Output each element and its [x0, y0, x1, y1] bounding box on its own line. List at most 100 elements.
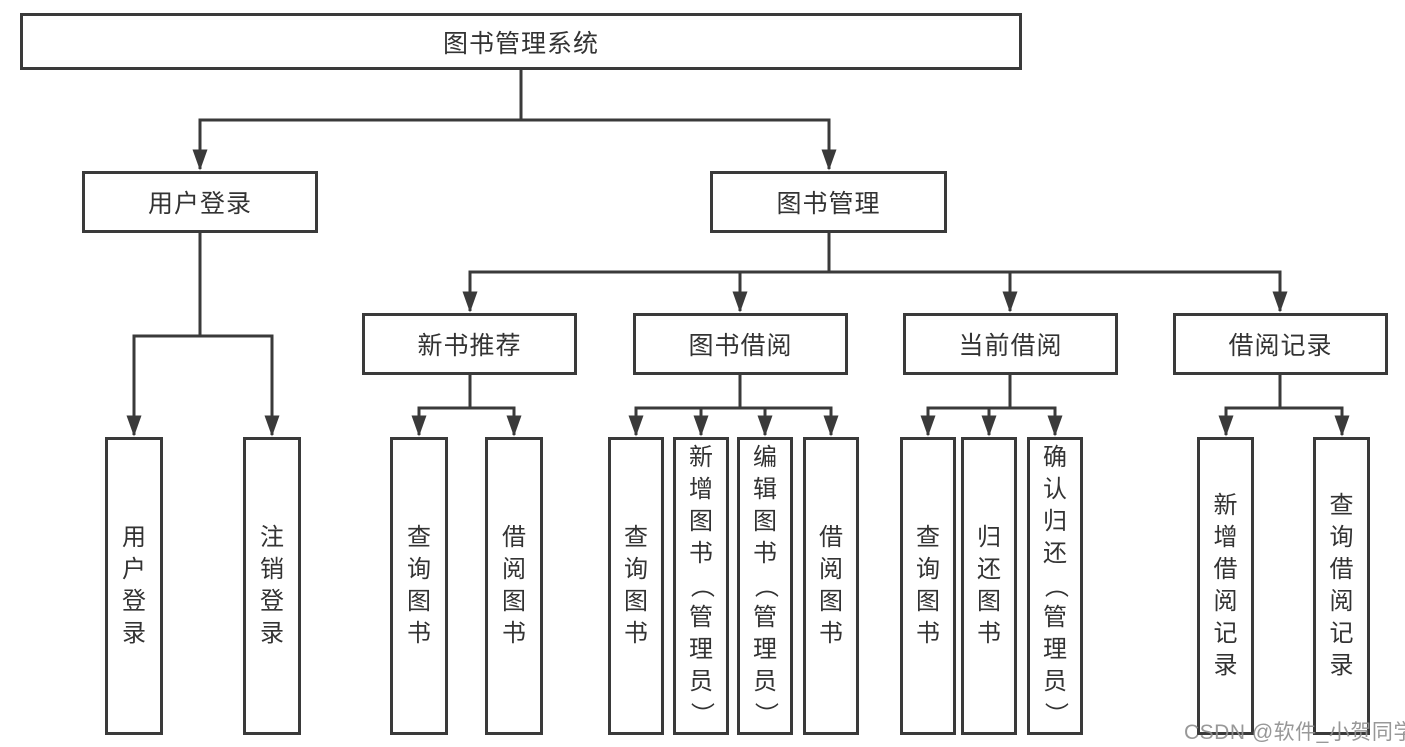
- vertical-char: 认: [1043, 476, 1067, 503]
- vertical-char: 销: [260, 556, 284, 583]
- vertical-char: 用: [122, 524, 146, 551]
- vertical-char: 理: [689, 636, 713, 663]
- node-book-management: 图书管理: [710, 171, 947, 233]
- node-new-book-recommend: 新书推荐: [362, 313, 577, 375]
- vertical-char: ）: [688, 702, 715, 726]
- node-label: 当前借阅: [958, 332, 1063, 360]
- vertical-char: ）: [752, 702, 779, 726]
- vertical-char: （: [752, 574, 779, 598]
- connector-skeleton: [468, 231, 1282, 274]
- vertical-char: 阅: [1213, 588, 1238, 615]
- vertical-char: 录: [1213, 652, 1238, 679]
- connector-skeleton: [1224, 373, 1344, 410]
- connector-skeleton: [417, 373, 516, 410]
- node-label: 查询图书: [916, 522, 940, 650]
- node-label: 新增图书 （ 管理员 ）: [688, 442, 715, 730]
- vertical-char: 员: [753, 668, 777, 695]
- vertical-char: 询: [407, 556, 431, 583]
- node-label: 图书借阅: [688, 332, 793, 360]
- node-borrowing-records: 借阅记录: [1173, 313, 1388, 375]
- node-library-management-system: 图书管理系统: [20, 13, 1022, 70]
- vertical-char: 图: [819, 588, 843, 615]
- vertical-char: 图: [689, 508, 713, 535]
- node-user-login: 用户登录: [82, 171, 318, 233]
- node-query-books-recommend: 查询图书: [390, 437, 448, 735]
- node-label: 查询图书: [407, 522, 431, 650]
- node-label: 查询图书: [624, 522, 648, 650]
- vertical-char: 增: [1213, 524, 1238, 551]
- watermark-text: CSDN @软件_小贺同学: [1184, 721, 1405, 744]
- node-label: 新书推荐: [417, 332, 522, 360]
- vertical-char: 编: [753, 444, 777, 471]
- vertical-char: 归: [1043, 508, 1067, 535]
- node-label: 图书管理: [776, 190, 881, 218]
- vertical-char: 阅: [1329, 588, 1354, 615]
- node-label: 确认归还（管理员）: [1042, 442, 1069, 730]
- connector-skeleton: [132, 231, 274, 338]
- vertical-char: 员: [689, 668, 713, 695]
- vertical-char: 书: [502, 620, 526, 647]
- vertical-char: 登: [260, 588, 284, 615]
- connector-skeleton: [926, 373, 1057, 410]
- vertical-char: 借: [819, 524, 843, 551]
- vertical-char: 书: [689, 540, 713, 567]
- vertical-char: 查: [624, 524, 648, 551]
- node-logout-action: 注销登录: [243, 437, 301, 735]
- node-current-borrowing: 当前借阅: [903, 313, 1118, 375]
- vertical-char: 查: [916, 524, 940, 551]
- vertical-char: 录: [260, 620, 284, 647]
- vertical-char: 录: [122, 620, 146, 647]
- vertical-char: 还: [1043, 540, 1067, 567]
- vertical-char: 管: [689, 604, 713, 631]
- vertical-char: 新: [689, 444, 713, 471]
- vertical-char: 员: [1043, 668, 1067, 695]
- node-label: 归还图书: [977, 522, 1001, 650]
- vertical-char: 注: [260, 524, 284, 551]
- vertical-char: 查: [407, 524, 431, 551]
- vertical-char: 图: [916, 588, 940, 615]
- vertical-char: 管: [1043, 604, 1067, 631]
- vertical-char: 增: [689, 476, 713, 503]
- vertical-char: 户: [122, 556, 146, 583]
- vertical-char: 借: [1329, 556, 1354, 583]
- vertical-char: 询: [624, 556, 648, 583]
- node-return-book: 归还图书: [961, 437, 1017, 735]
- vertical-char: 管: [753, 604, 777, 631]
- vertical-char: （: [1042, 574, 1069, 598]
- vertical-char: （: [688, 574, 715, 598]
- vertical-char: 图: [977, 588, 1001, 615]
- node-label: 新增借阅记录: [1214, 490, 1238, 682]
- node-borrow-books-borrowing: 借阅图书: [803, 437, 859, 735]
- vertical-char: 借: [502, 524, 526, 551]
- vertical-char: 图: [502, 588, 526, 615]
- node-add-book-admin: 新增图书 （ 管理员 ）: [673, 437, 729, 735]
- vertical-char: 图: [624, 588, 648, 615]
- node-user-login-action: 用户登录: [105, 437, 163, 735]
- node-add-borrow-record: 新增借阅记录: [1197, 437, 1254, 735]
- node-label: 用户登录: [147, 190, 252, 218]
- vertical-char: 书: [624, 620, 648, 647]
- vertical-char: 理: [1043, 636, 1067, 663]
- vertical-char: 书: [819, 620, 843, 647]
- vertical-char: 借: [1213, 556, 1238, 583]
- node-label: 借阅图书: [502, 522, 526, 650]
- vertical-char: 阅: [502, 556, 526, 583]
- vertical-char: 归: [977, 524, 1001, 551]
- node-label: 注销登录: [260, 522, 284, 650]
- node-query-borrow-record: 查询借阅记录: [1313, 437, 1370, 735]
- vertical-char: 图: [407, 588, 431, 615]
- vertical-char: 书: [977, 620, 1001, 647]
- node-label: 借阅记录: [1228, 332, 1333, 360]
- vertical-char: 阅: [819, 556, 843, 583]
- vertical-char: 录: [1329, 652, 1354, 679]
- node-edit-book-admin: 编辑图书（管理员）: [737, 437, 793, 735]
- vertical-char: 记: [1213, 620, 1238, 647]
- vertical-char: 书: [407, 620, 431, 647]
- vertical-char: 还: [977, 556, 1001, 583]
- node-label: 查询借阅记录: [1330, 490, 1354, 682]
- vertical-char: 询: [916, 556, 940, 583]
- vertical-char: 新: [1213, 492, 1238, 519]
- vertical-char: 图: [753, 508, 777, 535]
